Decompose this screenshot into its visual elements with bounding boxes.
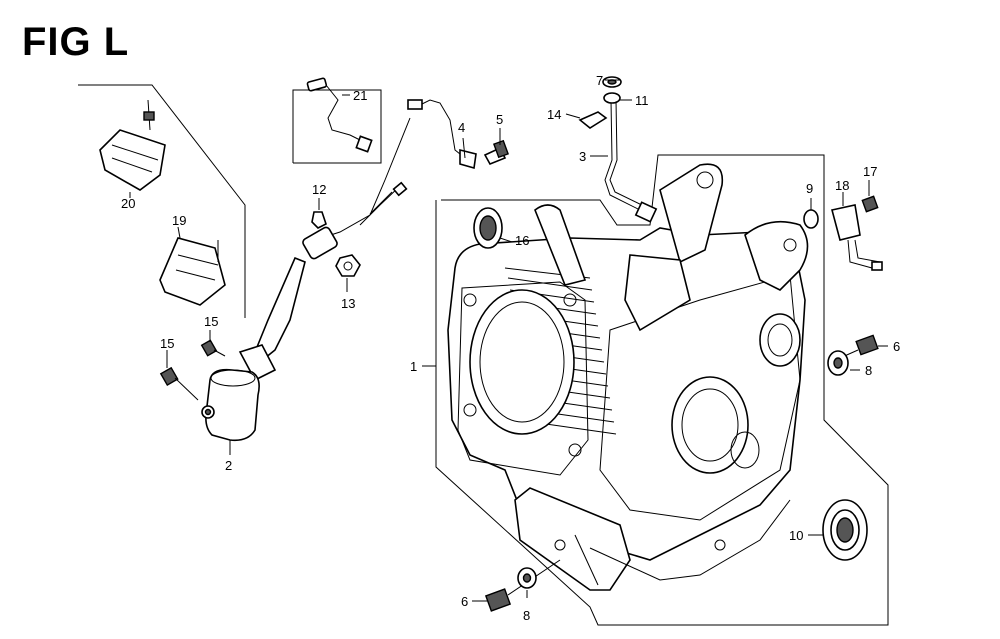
oil-alert-unit-2[interactable] (201, 368, 260, 442)
callout-21: 21 (353, 88, 367, 103)
leader-lines (129, 79, 888, 602)
callout-9: 9 (806, 181, 813, 196)
washer-8-bottom[interactable] (517, 567, 537, 589)
group-boundary-lines (78, 84, 889, 626)
callout-17: 17 (863, 164, 877, 179)
callout-8-right: 8 (865, 363, 872, 378)
clip-14[interactable] (578, 111, 608, 129)
callout-14: 14 (547, 107, 561, 122)
callout-18: 18 (835, 178, 849, 193)
nut-13[interactable] (335, 254, 361, 277)
oil-seal-10[interactable] (822, 499, 868, 561)
bolt-15-lower[interactable] (159, 366, 199, 401)
crankcase-assembly[interactable] (447, 163, 809, 591)
washer-8-right[interactable] (827, 350, 849, 376)
callout-6-right: 6 (893, 339, 900, 354)
grommet-12[interactable] (311, 211, 327, 229)
bolt-5[interactable] (483, 139, 509, 166)
oil-sensor-wire-4[interactable] (407, 99, 477, 170)
washer-11[interactable] (603, 92, 621, 104)
callout-5: 5 (496, 112, 503, 127)
callout-4: 4 (458, 120, 465, 135)
bolt-15-upper[interactable] (200, 339, 226, 357)
cap-7[interactable] (602, 76, 622, 88)
oil-seal-16[interactable] (473, 207, 503, 249)
callout-7: 7 (596, 73, 603, 88)
engine-mount-20[interactable] (99, 99, 166, 191)
callout-6-bottom: 6 (461, 594, 468, 609)
callout-12: 12 (312, 182, 326, 197)
bolt-17[interactable] (861, 195, 879, 213)
callout-20: 20 (121, 196, 135, 211)
engine-mount-19[interactable] (159, 237, 226, 306)
washer-9[interactable] (803, 209, 819, 229)
wire-21[interactable] (306, 77, 373, 153)
callout-1: 1 (410, 359, 417, 374)
callout-15-upper: 15 (204, 314, 218, 329)
wire-harness[interactable] (238, 117, 411, 382)
callout-2: 2 (225, 458, 232, 473)
callout-16: 16 (515, 233, 529, 248)
callout-13: 13 (341, 296, 355, 311)
callout-10: 10 (789, 528, 803, 543)
callout-11: 11 (635, 93, 649, 108)
callout-19: 19 (172, 213, 186, 228)
callout-15-lower: 15 (160, 336, 174, 351)
figure-title: FIG L (22, 20, 130, 64)
callout-8-bottom: 8 (523, 608, 530, 623)
breather-tube-3[interactable] (604, 99, 658, 223)
bracket-18[interactable] (831, 204, 883, 271)
callout-3: 3 (579, 149, 586, 164)
